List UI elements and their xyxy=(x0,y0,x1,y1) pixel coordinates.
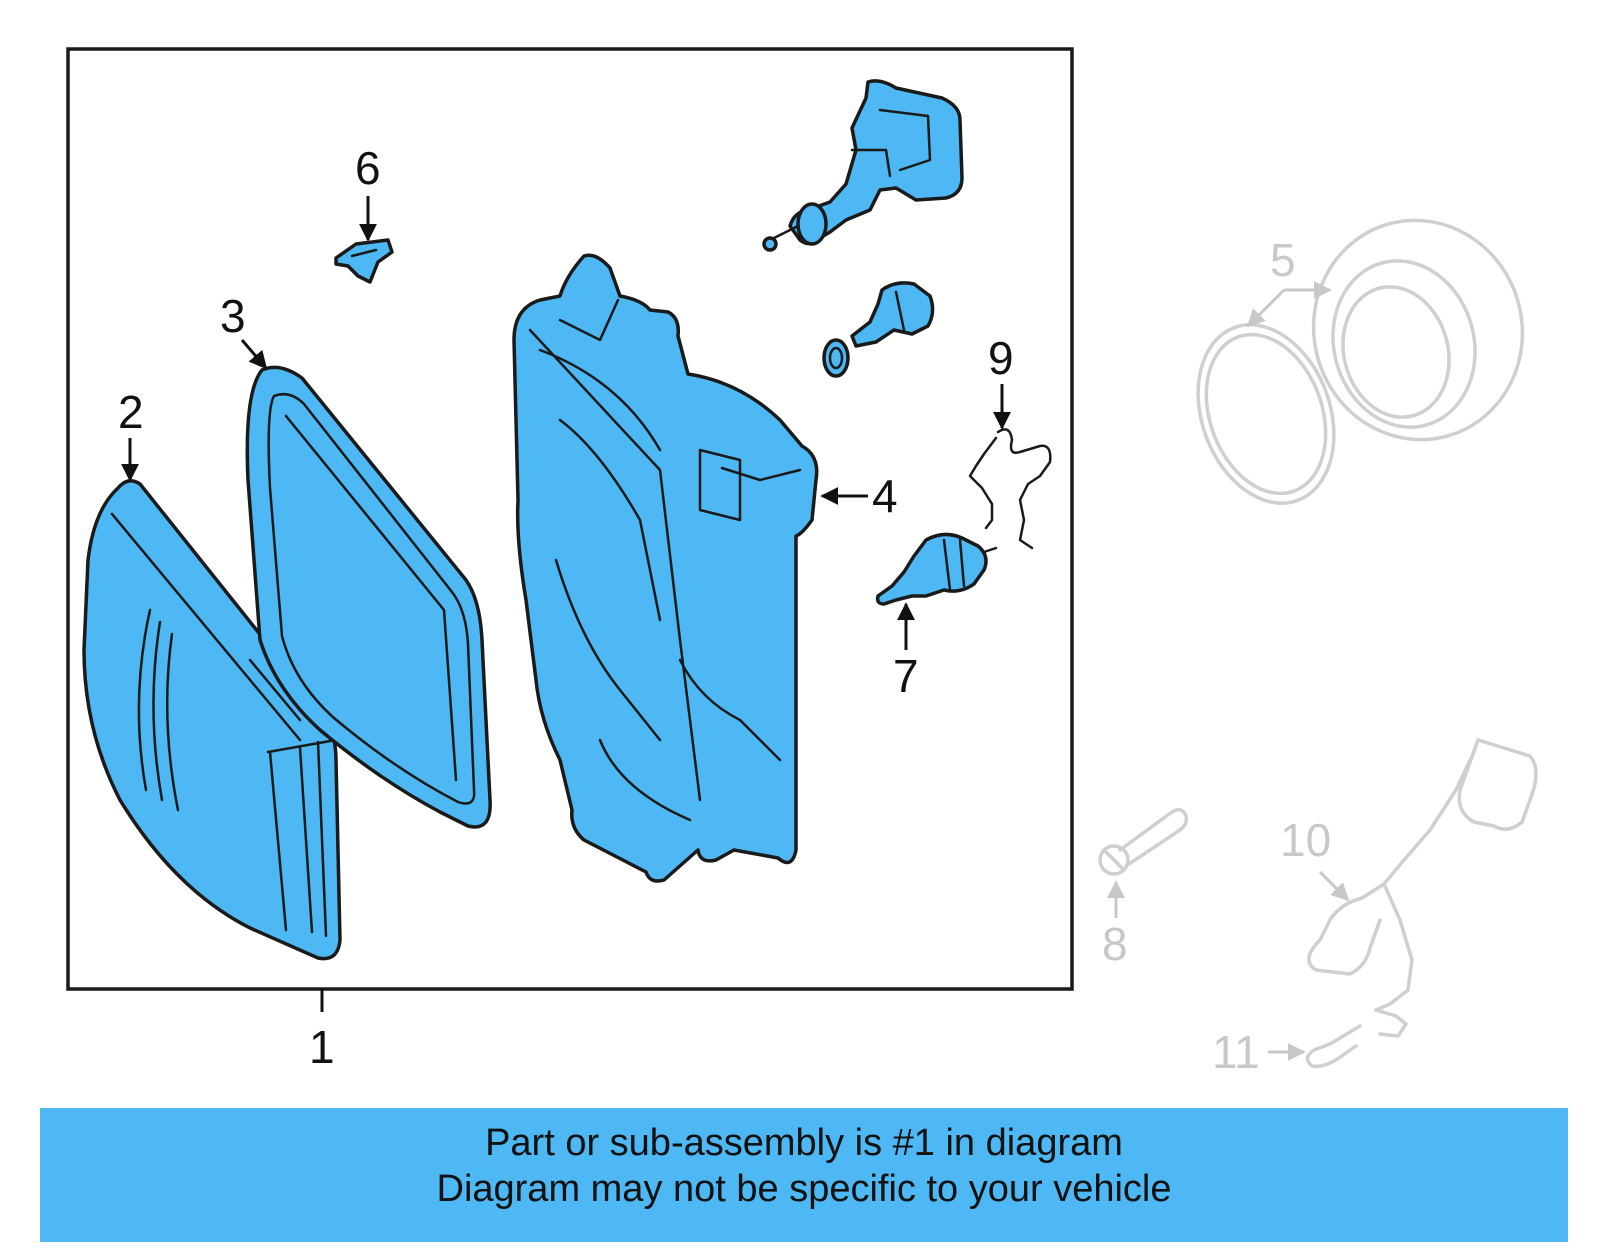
callout-5: 5 xyxy=(1270,234,1296,286)
callout-10-leader xyxy=(1318,870,1350,902)
bulb-small[interactable] xyxy=(822,281,935,378)
callout-7: 7 xyxy=(893,650,919,702)
gasket-part-3[interactable] xyxy=(245,365,492,829)
info-banner: Part or sub-assembly is #1 in diagram Di… xyxy=(40,1108,1568,1242)
callout-9: 9 xyxy=(988,332,1014,384)
callout-11: 11 xyxy=(1212,1026,1260,1078)
callout-10: 10 xyxy=(1280,814,1331,866)
ring-part-5[interactable] xyxy=(1174,197,1547,523)
callout-1: 1 xyxy=(309,1021,335,1073)
clip-part-6[interactable] xyxy=(334,238,394,284)
lens-part-2[interactable] xyxy=(82,479,342,961)
callout-6: 6 xyxy=(355,142,381,194)
callout-8: 8 xyxy=(1102,918,1128,970)
callout-3-leader xyxy=(240,339,268,370)
callout-5-leader-a xyxy=(1246,288,1286,328)
callout-2: 2 xyxy=(118,386,144,438)
wire-spring-part-9[interactable] xyxy=(968,428,1052,550)
bolt-part-8[interactable] xyxy=(1098,808,1189,876)
callout-4: 4 xyxy=(872,470,898,522)
bulb-socket-upper[interactable] xyxy=(762,79,964,252)
housing-part-4[interactable] xyxy=(512,253,819,883)
banner-line-2: Diagram may not be specific to your vehi… xyxy=(436,1168,1172,1210)
parts-diagram: 1 2 3 4 5 6 7 8 9 10 11 xyxy=(66,47,1547,1078)
harness-part-10[interactable] xyxy=(1305,738,1538,1069)
callout-3: 3 xyxy=(220,290,246,342)
bulb-part-7[interactable] xyxy=(875,532,998,606)
assembly-frame xyxy=(66,47,1074,991)
banner-line-1: Part or sub-assembly is #1 in diagram xyxy=(485,1122,1123,1164)
